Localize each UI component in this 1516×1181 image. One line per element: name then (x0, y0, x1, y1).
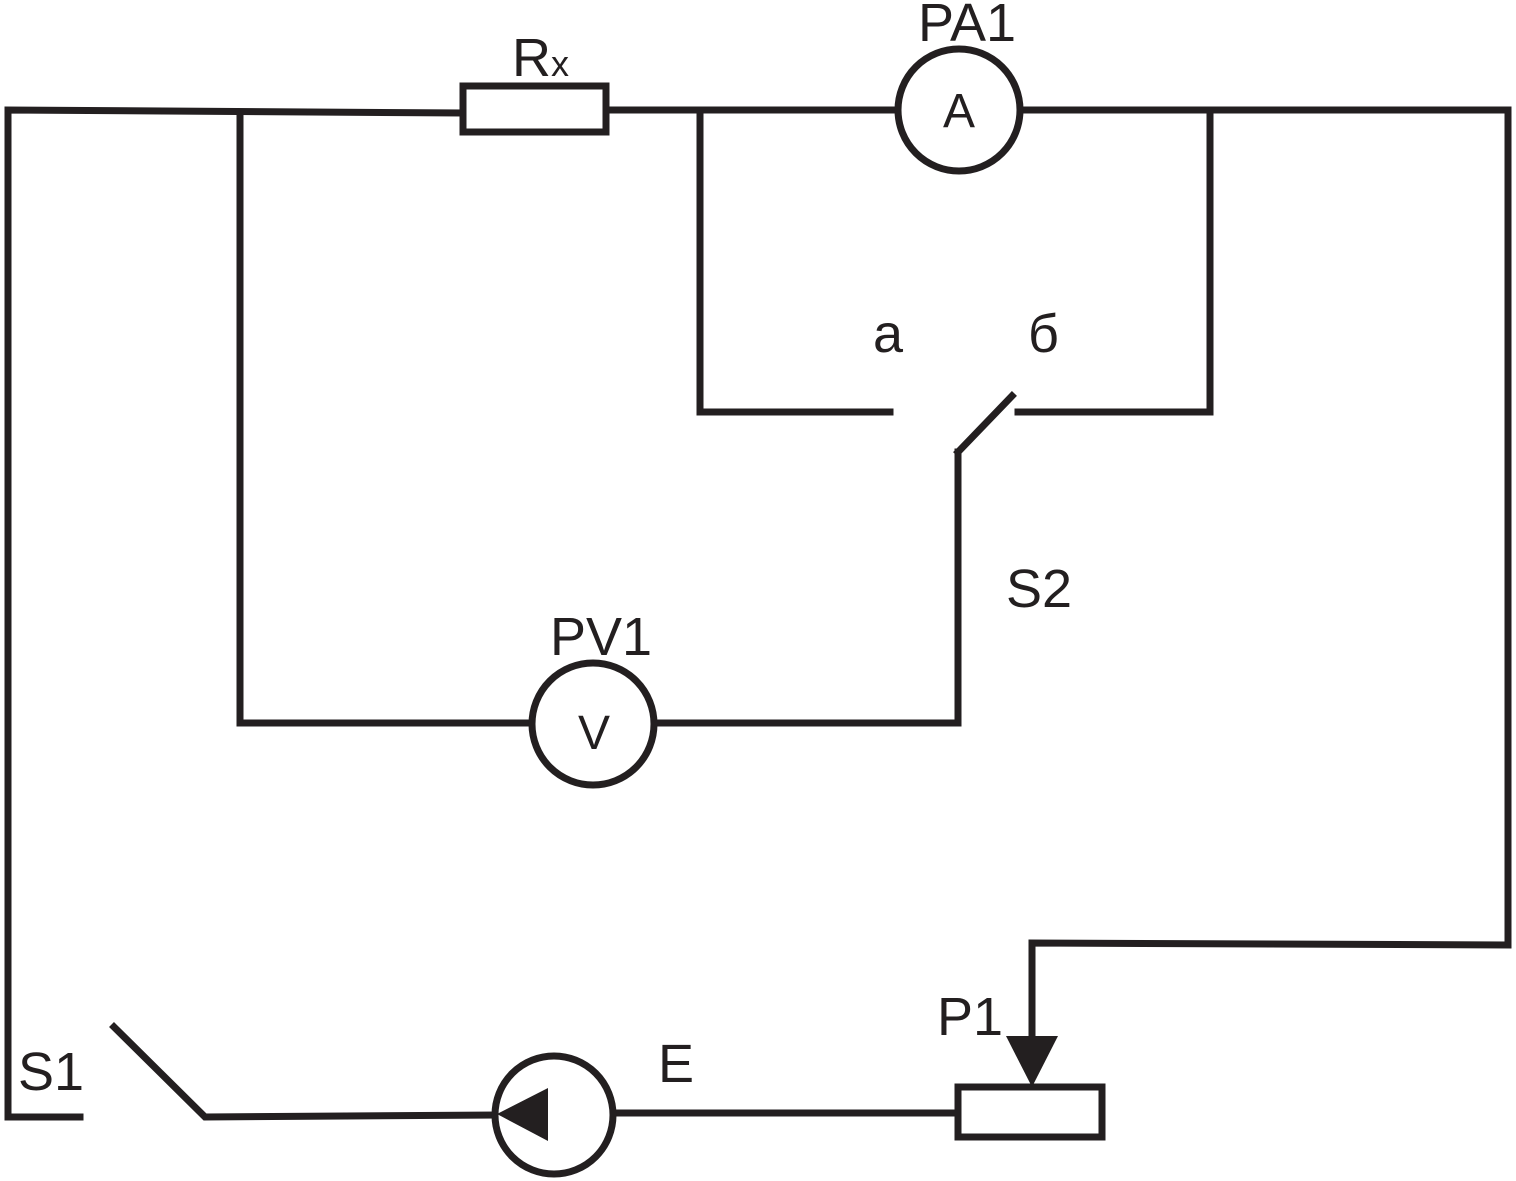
label-ammeter-symbol: A (943, 85, 975, 138)
label-rx-sub: x (551, 43, 569, 84)
voltmeter-pv1 (528, 659, 658, 789)
switch-s1-blade (109, 1022, 499, 1121)
wire-contact-b (1014, 106, 1214, 416)
resistor-rx (459, 82, 610, 136)
source-e (491, 1052, 617, 1178)
label-e: E (658, 1034, 694, 1094)
label-pa1: PA1 (918, 0, 1016, 53)
source-arrow-icon (497, 1088, 548, 1141)
wire-ammeter-right (1017, 106, 1512, 1049)
label-rx: Rx (512, 28, 569, 88)
label-p1: P1 (937, 987, 1003, 1047)
label-voltmeter-symbol: V (578, 707, 610, 760)
label-s1: S1 (18, 1042, 84, 1102)
rheostat-p1 (954, 1083, 1106, 1141)
wires (4, 106, 1512, 1121)
rheostat-slider-arrow-icon (1006, 1036, 1058, 1087)
wire-left-outer (4, 106, 467, 1121)
label-contact-b: б (1028, 304, 1059, 364)
label-pv1: PV1 (550, 607, 652, 667)
label-contact-a: а (873, 304, 904, 364)
ammeter-pa1 (894, 45, 1024, 175)
wire-contact-a (696, 106, 894, 416)
wire-voltmeter-right (651, 448, 962, 727)
label-s2: S2 (1006, 559, 1072, 619)
label-rx-main: R (512, 28, 551, 88)
wire-voltmeter-left (236, 108, 536, 727)
switch-s2-blade (953, 391, 1017, 457)
